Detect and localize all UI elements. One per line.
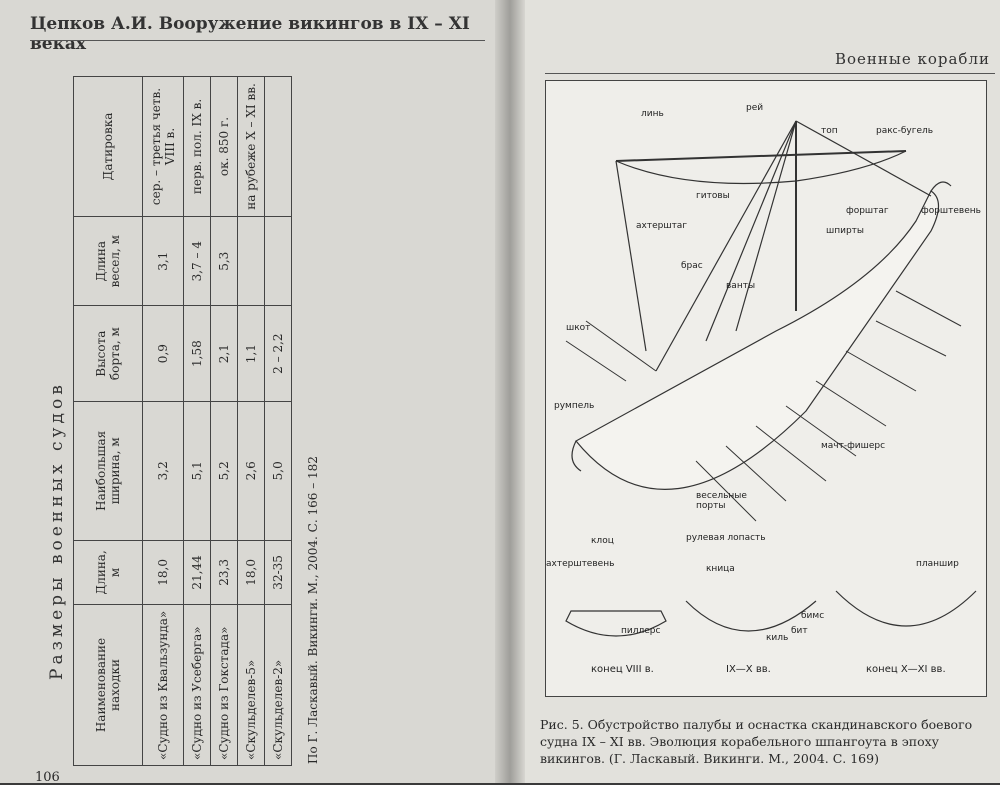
left-page: Цепков А.И. Вооружение викингов в IX – X… bbox=[0, 0, 505, 785]
label-forshtag: форштаг bbox=[846, 206, 889, 216]
cell: «Судно из Квальзунда» bbox=[142, 604, 184, 766]
cell: 3,2 bbox=[142, 401, 184, 541]
label-era-ix-x: IX—X вв. bbox=[726, 664, 771, 675]
viking-ship-drawing bbox=[565, 120, 977, 637]
cell: 1,58 bbox=[183, 305, 211, 402]
label-forshteven: форштевень bbox=[921, 206, 981, 216]
running-head-left: Цепков А.И. Вооружение викингов в IX – X… bbox=[30, 14, 470, 54]
cell: 2 – 2,2 bbox=[264, 305, 292, 402]
cell: 3,1 bbox=[142, 216, 184, 306]
page-number: 106 bbox=[35, 770, 60, 785]
cell: 18,0 bbox=[142, 540, 184, 605]
header-rule bbox=[545, 73, 995, 74]
cell: 18,0 bbox=[237, 540, 265, 605]
col-header: Длина весел, м bbox=[73, 216, 143, 306]
label-era-x-xi: конец X—XI вв. bbox=[866, 664, 946, 675]
col-header: Длина, м bbox=[73, 540, 143, 605]
running-head-right: Военные корабли bbox=[834, 50, 990, 68]
label-raks: ракс-бугель bbox=[876, 126, 934, 136]
label-gitovy: гитовы bbox=[696, 191, 730, 201]
cell: 2,1 bbox=[210, 305, 238, 402]
cell: 0,9 bbox=[142, 305, 184, 402]
label-vesel-porty: весельные порты bbox=[696, 491, 747, 511]
book-gutter bbox=[495, 0, 525, 783]
label-kloc: клоц bbox=[591, 536, 614, 546]
cell bbox=[264, 76, 292, 217]
cell bbox=[264, 216, 292, 306]
label-knica: кница bbox=[706, 564, 735, 574]
label-kil: киль bbox=[766, 633, 789, 643]
cell: 21,44 bbox=[183, 540, 211, 605]
label-top: топ bbox=[821, 126, 838, 136]
cell: 1,1 bbox=[237, 305, 265, 402]
label-lin: линь bbox=[641, 109, 664, 119]
label-bims: бимс bbox=[801, 611, 825, 621]
cell: сер. – третья четв. VIII в. bbox=[142, 76, 184, 217]
cell: 2,6 bbox=[237, 401, 265, 541]
cell: 5,1 bbox=[183, 401, 211, 541]
cell: 32-35 bbox=[264, 540, 292, 605]
figure-caption: Рис. 5. Обустройство палубы и оснастка с… bbox=[540, 717, 973, 766]
cell: 5,2 bbox=[210, 401, 238, 541]
label-bras: брас bbox=[681, 261, 703, 271]
label-planshir: планшир bbox=[916, 559, 959, 569]
col-header: Высота борта, м bbox=[73, 305, 143, 402]
cell: «Скульделев-2» bbox=[264, 604, 292, 766]
header-rule bbox=[30, 40, 485, 41]
cell: «Судно из Усеберга» bbox=[183, 604, 211, 766]
cell: 5,0 bbox=[264, 401, 292, 541]
label-rei: рей bbox=[746, 103, 764, 113]
ship-dimensions-table: Наименование находки Длина, м Наибольшая… bbox=[73, 76, 292, 766]
col-header: Наименование находки bbox=[73, 604, 143, 766]
rotated-table-block: Размеры военных судов Наименование наход… bbox=[45, 70, 335, 770]
cell: перв. пол. IX в. bbox=[183, 76, 211, 217]
ship-diagram-figure: линь рей топ ракс-бугель гитовы форштаг … bbox=[545, 80, 987, 697]
cell: 23,3 bbox=[210, 540, 238, 605]
table-header-row: Наименование находки Длина, м Наибольшая… bbox=[73, 76, 143, 766]
cell: «Судно из Гокстада» bbox=[210, 604, 238, 766]
label-rulevaya-lopast: рулевая лопасть bbox=[686, 533, 766, 543]
label-era-viii: конец VIII в. bbox=[591, 664, 654, 675]
cell bbox=[237, 216, 265, 306]
cell: 5,3 bbox=[210, 216, 238, 306]
label-pillers: пиллерс bbox=[621, 626, 661, 636]
label-macht-fishers: мачт-фишерс bbox=[821, 441, 886, 451]
cell: ок. 850 г. bbox=[210, 76, 238, 217]
label-vanty: ванты bbox=[726, 281, 756, 291]
col-header: Датировка bbox=[73, 76, 143, 217]
label-shpirty: шпирты bbox=[826, 226, 865, 236]
col-header: Наибольшая ширина, м bbox=[73, 401, 143, 541]
label-bit: бит bbox=[791, 626, 808, 636]
label-shkot: шкот bbox=[566, 323, 591, 333]
table-title: Размеры военных судов bbox=[47, 381, 67, 680]
table-footnote: По Г. Ласкавый. Викинги. М., 2004. С. 16… bbox=[306, 456, 320, 764]
label-akhtershtag: ахтерштаг bbox=[636, 221, 688, 231]
label-akhtershteven: ахтерштевень bbox=[546, 559, 615, 569]
cell: 3,7 – 4 bbox=[183, 216, 211, 306]
label-rumpel: румпель bbox=[554, 401, 595, 411]
cell: на рубеже X – XI вв. bbox=[237, 76, 265, 217]
cell: «Скульделев-5» bbox=[237, 604, 265, 766]
